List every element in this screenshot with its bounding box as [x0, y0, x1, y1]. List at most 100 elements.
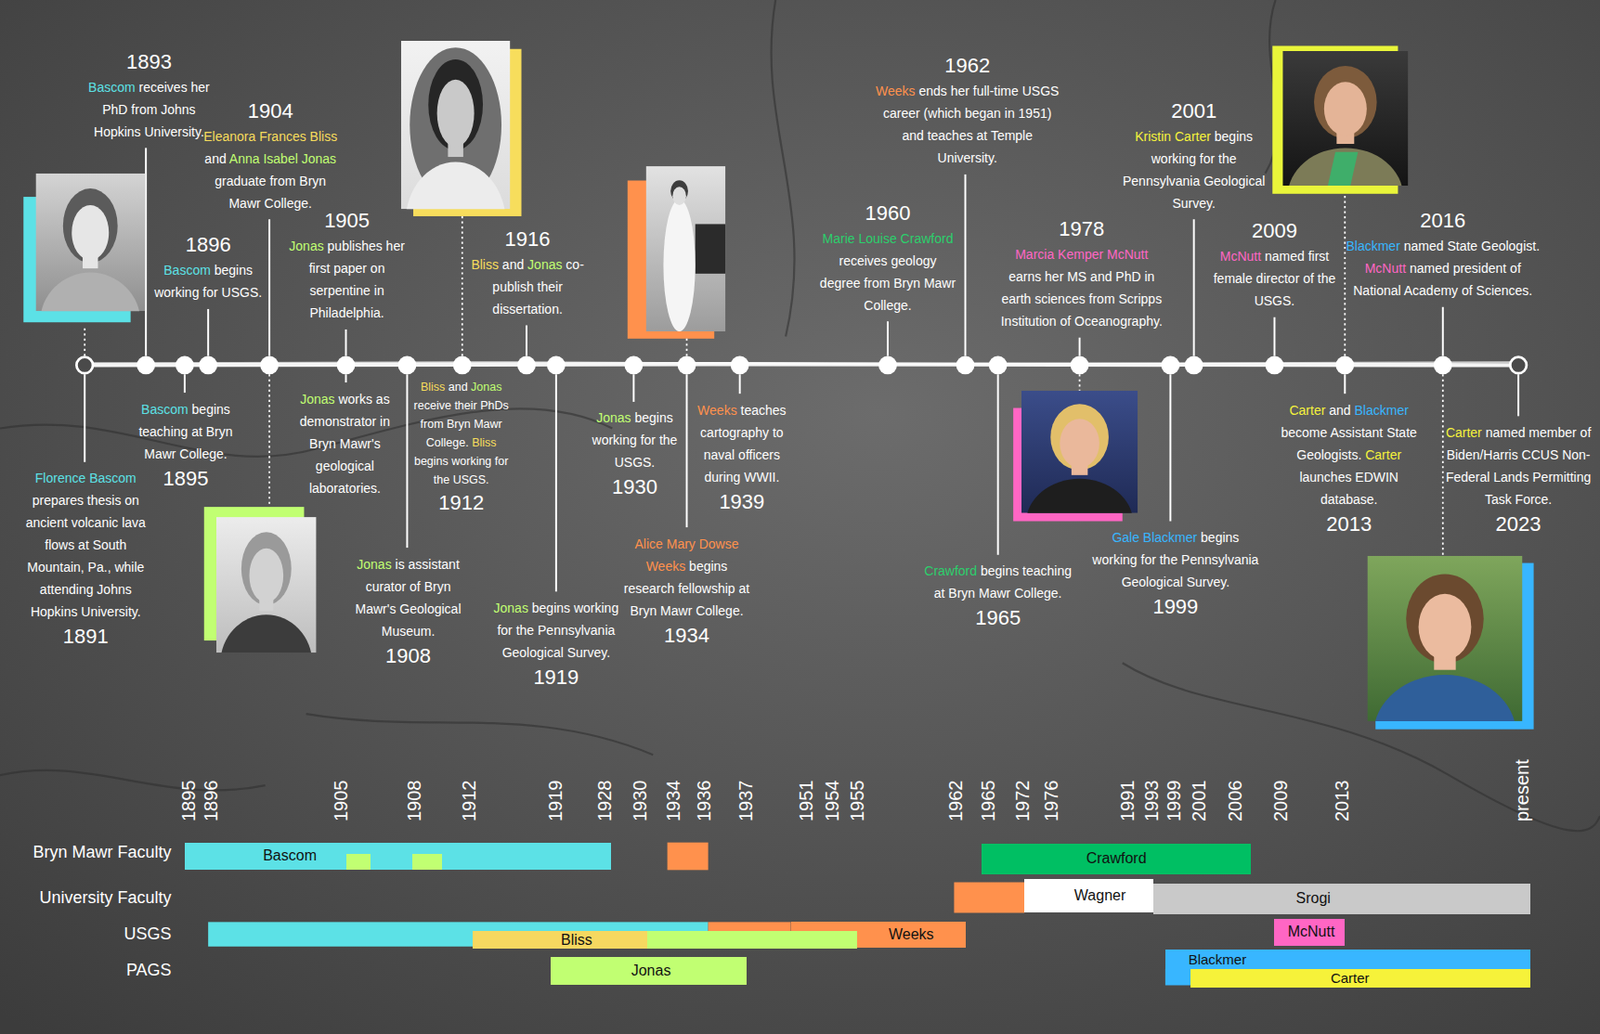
timeline-dot	[1335, 355, 1354, 375]
axis-year: 2009	[1271, 780, 1290, 822]
timeline-dot	[136, 355, 156, 375]
photo-leader	[1343, 194, 1346, 357]
event-leader	[997, 374, 1000, 555]
axis-year: 2006	[1225, 780, 1245, 822]
timeline-dot	[1265, 355, 1285, 375]
career-bar	[1165, 969, 1191, 987]
timeline-dot	[878, 355, 898, 375]
event-year: 1960	[841, 201, 935, 226]
axis-year: present	[1512, 759, 1532, 822]
name-highlight: begins working for the USGS.	[414, 455, 508, 487]
event-year: 1930	[587, 475, 681, 500]
bar-label: Crawford	[1086, 851, 1147, 867]
stone-crack	[0, 770, 266, 792]
event-leader	[632, 374, 635, 403]
photo-shoulders	[405, 161, 507, 209]
event-leader	[207, 309, 209, 357]
photo-hair	[1405, 573, 1484, 664]
photo-figure	[663, 199, 695, 332]
event-leader	[83, 374, 86, 463]
event-year: 1896	[161, 233, 255, 258]
portrait	[204, 507, 317, 713]
event-leader	[183, 374, 186, 393]
event-leader	[739, 374, 742, 394]
axis-year: 1905	[331, 780, 351, 822]
event-text: Jonas publishes her first paper on serpe…	[283, 234, 411, 325]
timeline-dot	[956, 355, 976, 375]
name-highlight: Bascom	[141, 402, 189, 417]
timeline-dot	[398, 355, 417, 375]
axis-year: 1896	[201, 780, 221, 822]
stone-crack	[306, 714, 654, 755]
event-text: McNutt named first female director of th…	[1213, 245, 1337, 313]
event-year: 1962	[921, 53, 1015, 79]
stone-cracks	[0, 0, 1600, 832]
event-text: Crawford begins teaching at Bryn Mawr Co…	[921, 559, 1075, 605]
event-leader	[1079, 338, 1081, 357]
career-bar: Bascom	[184, 843, 612, 872]
event-text: Bascom begins working for USGS.	[147, 259, 269, 304]
timeline-dot	[1433, 355, 1453, 375]
event-leader	[1273, 317, 1275, 357]
timeline-dot	[517, 355, 536, 375]
bar-label: Jonas	[631, 963, 672, 979]
bar-label: Carter	[1330, 971, 1370, 986]
name-highlight: and	[498, 257, 528, 273]
axis-year: 1972	[1013, 780, 1032, 822]
name-highlight: Bascom	[88, 79, 136, 95]
event-leader	[1169, 374, 1171, 521]
photo-face	[672, 186, 687, 206]
name-highlight: and	[204, 151, 229, 167]
event-leader	[1343, 374, 1346, 394]
event-year: 1891	[39, 624, 132, 650]
photo-leader	[268, 374, 271, 508]
event-text: Jonas works as demonstrator in Bryn Mawr…	[288, 388, 402, 500]
career-bar: McNutt	[1274, 919, 1345, 947]
portraits	[23, 40, 1534, 794]
timeline-end	[76, 357, 93, 375]
axis-year: 1908	[404, 780, 424, 822]
event-year: 2001	[1147, 99, 1241, 124]
photo-hair	[428, 59, 483, 151]
axis-year: 1928	[595, 780, 614, 822]
name-highlight: graduate from Bryn Mawr College.	[214, 173, 326, 211]
event-leader	[1442, 307, 1444, 357]
timeline-dot	[260, 355, 279, 375]
event-leader	[345, 374, 348, 383]
timeline-dot	[624, 355, 643, 375]
timeline-brush	[91, 362, 1510, 365]
photo-shoulders	[1287, 147, 1404, 186]
event-year: 1908	[362, 644, 456, 669]
name-highlight: Eleanora Frances Bliss	[203, 129, 338, 144]
photo-shoulders	[39, 273, 141, 313]
career-bar: Jonas	[550, 957, 747, 987]
photo-leader	[686, 338, 689, 357]
row-label: USGS	[8, 925, 172, 945]
name-highlight: works as demonstrator in Bryn Mawr's geo…	[299, 391, 391, 496]
timeline-dot	[175, 355, 195, 375]
name-highlight: McNutt	[1220, 248, 1262, 264]
axis-year: 1930	[630, 780, 650, 822]
overlap-bar	[791, 931, 858, 949]
name-highlight: Carter	[1288, 403, 1326, 418]
axis-year: 2013	[1332, 780, 1352, 822]
event-year: 2016	[1396, 208, 1490, 234]
axis-year: 1965	[978, 780, 998, 822]
photo-leader	[83, 326, 86, 357]
event-leader	[886, 321, 889, 356]
timeline-dot	[453, 355, 472, 375]
bar-label: Wagner	[1074, 888, 1126, 904]
name-highlight: Marcia Kemper McNutt	[1014, 247, 1148, 262]
bar-label: McNutt	[1287, 924, 1336, 940]
name-highlight: and	[1325, 403, 1354, 418]
name-highlight: and	[444, 380, 471, 394]
photo-hair	[63, 188, 118, 263]
event-text: Gale Blackmer begins working for the Pen…	[1091, 526, 1260, 594]
bar-label: Bascom	[262, 848, 317, 864]
event-text: Marie Louise Crawford receives geology d…	[819, 227, 957, 317]
timeline-dot	[730, 355, 750, 375]
name-highlight: Jonas	[299, 391, 335, 407]
name-highlight: begins research fellowship at Bryn Mawr …	[624, 559, 750, 619]
event-year: 2009	[1227, 219, 1321, 244]
